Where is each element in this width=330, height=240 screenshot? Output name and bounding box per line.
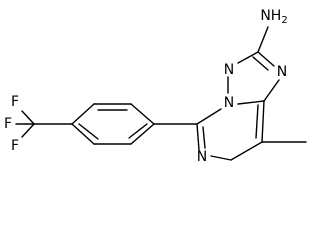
trifluoromethyl-group	[15, 110, 73, 138]
bond-ph-f	[130, 123, 155, 145]
triazole-ring	[227, 26, 280, 102]
bond-n6-c5-double	[202, 126, 206, 149]
bond-ph-d-double	[78, 123, 99, 140]
atom-label-n-bridge: N	[224, 95, 234, 111]
atom-label-n-triazole-right: N	[277, 64, 287, 80]
amine-nh-text: NH	[260, 8, 281, 24]
bond-c8-c7	[230, 141, 263, 161]
bond-c8a-c8-double	[255, 104, 259, 139]
bond-nbridge-c8a	[237, 100, 265, 105]
bond-c2-n1	[237, 51, 259, 64]
bond-c7-n6	[210, 155, 232, 161]
phenyl-ring	[71, 103, 198, 145]
bond-ph-f-double	[128, 123, 148, 139]
atom-label-fluorine-bottom: F	[11, 138, 19, 154]
atom-label-amine: NH2	[260, 8, 287, 26]
bond-ph-c	[71, 103, 95, 125]
bond-c5-nbridge	[196, 108, 222, 125]
bond-c8a-c8	[261, 100, 265, 143]
atom-label-n-pyrimidine: N	[197, 149, 207, 165]
molecule-structure-diagram: NH2 N N N N F F F	[4, 8, 307, 165]
atom-label-fluorine-left: F	[4, 116, 12, 132]
atom-label-n-triazole-left: N	[224, 62, 234, 78]
bond-ph-a	[130, 103, 155, 125]
bond-n6-c5	[196, 123, 200, 151]
atom-label-fluorine-top: F	[11, 94, 19, 110]
bond-c2-n-amine	[257, 26, 269, 53]
bond-ph-d	[71, 123, 95, 145]
bond-c2-n3	[257, 51, 275, 67]
bond-c-f-bottom	[21, 123, 35, 138]
bond-c-f-top	[21, 110, 35, 125]
bond-c2-n3-double	[252, 56, 269, 71]
pyrimidine-ring	[196, 100, 307, 161]
bond-n3-c8a	[263, 79, 280, 102]
amine-subscript: 2	[281, 15, 287, 26]
